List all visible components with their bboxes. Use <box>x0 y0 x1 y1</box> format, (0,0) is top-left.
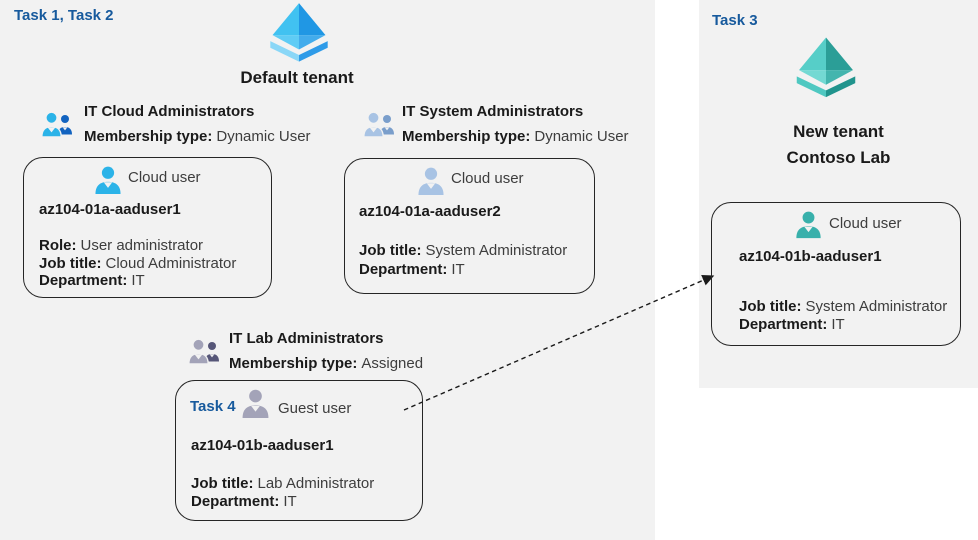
people-group-gray-icon <box>187 337 221 367</box>
user-type-label: Cloud user <box>829 215 902 232</box>
membership-type-value: Dynamic User <box>534 128 629 145</box>
detail-row: Role:User administrator <box>39 237 204 254</box>
task-4-label: Task 4 <box>190 398 236 415</box>
group-membership-lab-admins: Membership type:Assigned <box>229 355 423 372</box>
user-name: az104-01a-aaduser1 <box>39 201 181 218</box>
detail-row: Job title:System Administrator <box>359 242 568 259</box>
person-steel-icon <box>415 165 447 197</box>
membership-type-value: Dynamic User <box>216 128 311 145</box>
group-title-system-admins: IT System Administrators <box>402 103 584 120</box>
membership-type-label: Membership type: <box>229 355 358 372</box>
new-tenant-title-line1: New tenant <box>793 122 884 141</box>
azure-ad-pyramid-blue-icon <box>263 2 335 66</box>
user-type-label: Cloud user <box>128 169 201 186</box>
user-type-label: Cloud user <box>451 170 524 187</box>
user-details: Job title:Lab Administrator Department:I… <box>191 475 374 511</box>
detail-row: Department:IT <box>191 493 297 510</box>
user-type-label: Guest user <box>278 400 352 417</box>
user-name: az104-01a-aaduser2 <box>359 203 501 220</box>
azure-ad-pyramid-teal-icon <box>790 36 862 102</box>
membership-type-label: Membership type: <box>84 128 213 145</box>
detail-row: Job title:Lab Administrator <box>191 475 375 492</box>
new-tenant-title-line2: Contoso Lab <box>786 148 891 167</box>
membership-type-value: Assigned <box>361 355 424 372</box>
person-cyan-icon <box>92 164 124 196</box>
membership-type-label: Membership type: <box>402 128 531 145</box>
person-teal-icon <box>793 209 824 240</box>
group-membership-system-admins: Membership type:Dynamic User <box>402 128 629 145</box>
user-name: az104-01b-aaduser1 <box>739 248 882 265</box>
group-membership-cloud-admins: Membership type:Dynamic User <box>84 128 311 145</box>
people-group-cyan-icon <box>40 110 74 140</box>
person-gray-icon <box>239 387 272 420</box>
detail-row: Department:IT <box>359 261 465 278</box>
user-card-aaduser1: Cloud user az104-01a-aaduser1 Role:User … <box>23 157 272 298</box>
user-details: Role:User administrator Job title:Cloud … <box>39 237 236 290</box>
user-details: Job title:System Administrator Departmen… <box>359 241 567 279</box>
default-tenant-region <box>0 0 655 540</box>
task-1-2-label: Task 1, Task 2 <box>14 7 114 24</box>
default-tenant-title: Default tenant <box>240 68 354 87</box>
guest-user-card: Task 4 Guest user az104-01b-aaduser1 Job… <box>175 380 423 521</box>
task-3-label: Task 3 <box>712 12 758 29</box>
group-title-cloud-admins: IT Cloud Administrators <box>84 103 255 120</box>
people-group-steel-icon <box>362 110 396 140</box>
detail-row: Department:IT <box>739 316 845 333</box>
user-card-aaduser2: Cloud user az104-01a-aaduser2 Job title:… <box>344 158 595 294</box>
detail-row: Department:IT <box>39 272 145 289</box>
user-details: Job title:System Administrator Departmen… <box>739 298 947 334</box>
group-title-lab-admins: IT Lab Administrators <box>229 330 384 347</box>
new-tenant-user-card: Cloud user az104-01b-aaduser1 Job title:… <box>711 202 961 346</box>
detail-row: Job title:Cloud Administrator <box>39 254 237 272</box>
detail-row: Job title:System Administrator <box>739 298 948 315</box>
user-name: az104-01b-aaduser1 <box>191 437 334 454</box>
